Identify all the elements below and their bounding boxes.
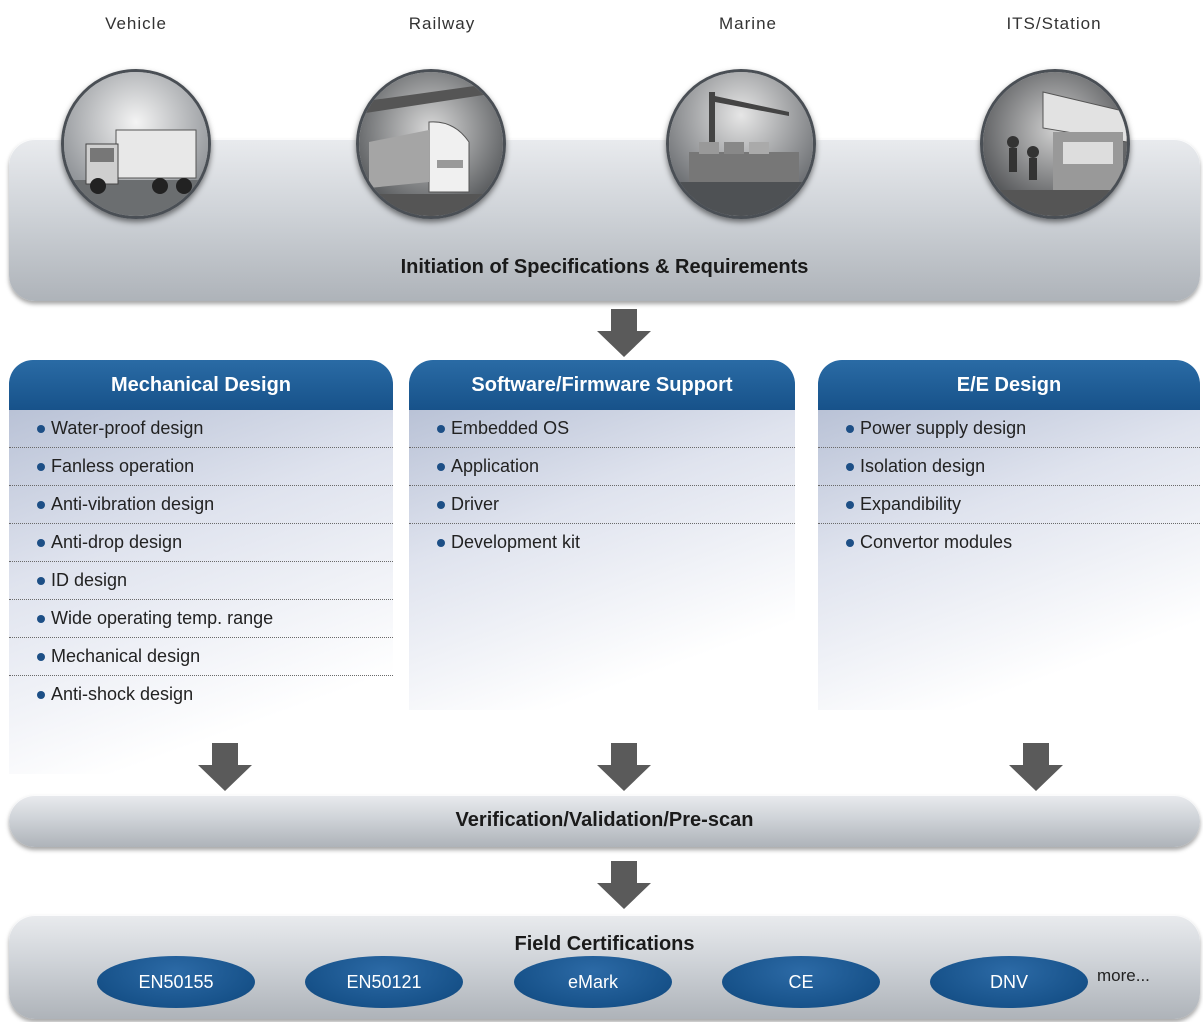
list-item: Convertor modules [818, 524, 1200, 561]
list-item: Water-proof design [9, 410, 393, 448]
arrow-down-icon [597, 743, 651, 791]
list-item: Fanless operation [9, 448, 393, 486]
list-item: Isolation design [818, 448, 1200, 486]
verification-title: Verification/Validation/Pre-scan [455, 809, 754, 831]
list-item: Anti-vibration design [9, 486, 393, 524]
list-item: Development kit [409, 524, 795, 561]
certification-badge-en50121: EN50121 [305, 956, 463, 1008]
bullet-icon [437, 539, 445, 547]
column-mechanical-design: Mechanical Design Water-proof design Fan… [9, 360, 393, 774]
arrow-down-icon [198, 743, 252, 791]
column-ee-design: E/E Design Power supply design Isolation… [818, 360, 1200, 710]
bullet-icon [846, 463, 854, 471]
bullet-icon [437, 425, 445, 433]
bullet-icon [37, 463, 45, 471]
industry-label-vehicle: Vehicle [105, 14, 167, 33]
verification-bar: Verification/Validation/Pre-scan [9, 795, 1200, 847]
industry-label-railway: Railway [408, 14, 476, 33]
certification-badge-dnv: DNV [930, 956, 1088, 1008]
bullet-icon [846, 539, 854, 547]
column-body: Water-proof design Fanless operation Ant… [9, 410, 393, 774]
certification-badge-emark: eMark [514, 956, 672, 1008]
bullet-icon [37, 501, 45, 509]
industry-label-its-station: ITS/Station [1006, 14, 1102, 33]
list-item: Wide operating temp. range [9, 600, 393, 638]
arrow-down-icon [1009, 743, 1063, 791]
arrow-down-icon [597, 309, 651, 357]
column-header: Mechanical Design [9, 360, 393, 410]
its-station-image [980, 69, 1130, 219]
list-item: Mechanical design [9, 638, 393, 676]
list-item: Power supply design [818, 410, 1200, 448]
certifications-title: Field Certifications [514, 933, 695, 955]
list-item: ID design [9, 562, 393, 600]
industry-label-marine: Marine [719, 14, 777, 33]
railway-image [356, 69, 506, 219]
bullet-icon [846, 501, 854, 509]
bullet-icon [37, 539, 45, 547]
certification-badge-ce: CE [722, 956, 880, 1008]
vehicle-image [61, 69, 211, 219]
arrow-down-icon [597, 861, 651, 909]
bullet-icon [37, 653, 45, 661]
bullet-icon [37, 615, 45, 623]
column-header: E/E Design [818, 360, 1200, 410]
column-software-firmware-support: Software/Firmware Support Embedded OS Ap… [409, 360, 795, 710]
marine-image [666, 69, 816, 219]
list-item: Expandibility [818, 486, 1200, 524]
bullet-icon [437, 501, 445, 509]
list-item: Anti-shock design [9, 676, 393, 713]
column-body: Power supply design Isolation design Exp… [818, 410, 1200, 710]
initiation-title: Initiation of Specifications & Requireme… [400, 256, 809, 278]
bullet-icon [846, 425, 854, 433]
more-certifications-label: more... [1097, 966, 1150, 985]
bullet-icon [37, 577, 45, 585]
bullet-icon [37, 425, 45, 433]
column-body: Embedded OS Application Driver Developme… [409, 410, 795, 710]
bullet-icon [37, 691, 45, 699]
list-item: Embedded OS [409, 410, 795, 448]
bullet-icon [437, 463, 445, 471]
list-item: Anti-drop design [9, 524, 393, 562]
column-header: Software/Firmware Support [409, 360, 795, 410]
certification-badge-en50155: EN50155 [97, 956, 255, 1008]
list-item: Application [409, 448, 795, 486]
list-item: Driver [409, 486, 795, 524]
